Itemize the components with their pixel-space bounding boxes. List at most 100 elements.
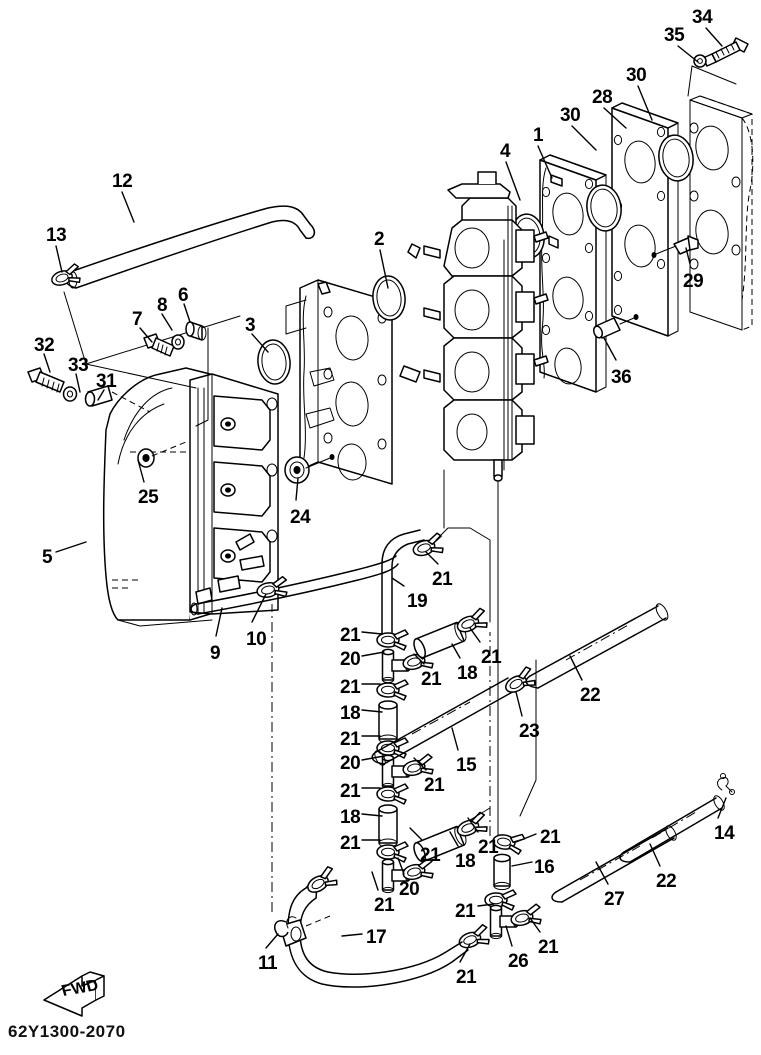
callout-number-21: 21 bbox=[340, 625, 361, 646]
callout-number-30: 30 bbox=[626, 65, 647, 86]
callout-number-35: 35 bbox=[664, 25, 685, 46]
leader-line-31 bbox=[97, 389, 105, 401]
leader-line-24 bbox=[295, 477, 299, 501]
carburetor-assembly bbox=[399, 171, 549, 841]
hose-12-assembly bbox=[48, 205, 316, 389]
callout-number-18: 18 bbox=[455, 851, 476, 872]
hose-9-clamp-10 bbox=[190, 555, 399, 616]
leader-line-9 bbox=[215, 607, 223, 637]
callout-number-16: 16 bbox=[534, 857, 555, 878]
callout-number-36: 36 bbox=[611, 367, 632, 388]
leader-line-8 bbox=[161, 313, 173, 331]
clamp-11 bbox=[274, 916, 307, 947]
leader-line-12 bbox=[121, 191, 135, 223]
callout-number-27: 27 bbox=[604, 889, 625, 910]
leader-line-20 bbox=[361, 755, 385, 761]
callout-number-12: 12 bbox=[112, 171, 133, 192]
callout-number-1: 1 bbox=[533, 125, 544, 146]
callout-number-21: 21 bbox=[374, 895, 395, 916]
leader-line-23 bbox=[515, 691, 523, 717]
callout-number-21: 21 bbox=[424, 775, 445, 796]
callout-number-21: 21 bbox=[432, 569, 453, 590]
leader-line-22 bbox=[569, 655, 583, 681]
callout-number-6: 6 bbox=[178, 285, 189, 306]
callout-number-21: 21 bbox=[340, 677, 361, 698]
leader-line-16 bbox=[511, 861, 533, 867]
leader-line-26 bbox=[505, 925, 513, 947]
bolt-34 bbox=[702, 37, 749, 67]
leader-line-17 bbox=[341, 933, 363, 937]
callout-number-21: 21 bbox=[420, 845, 441, 866]
callout-number-21: 21 bbox=[481, 647, 502, 668]
callout-number-31: 31 bbox=[96, 371, 117, 392]
leader-line-20 bbox=[397, 857, 405, 875]
callout-number-11: 11 bbox=[258, 953, 278, 974]
leader-line-11 bbox=[265, 933, 279, 949]
leader-line-21 bbox=[459, 943, 471, 963]
grommet-25 bbox=[137, 441, 187, 468]
callout-number-28: 28 bbox=[592, 87, 613, 108]
callout-number-17: 17 bbox=[366, 927, 387, 948]
callout-number-9: 9 bbox=[210, 643, 221, 664]
leader-line-18 bbox=[451, 643, 461, 659]
leader-line-36 bbox=[603, 337, 617, 361]
callout-number-22: 22 bbox=[580, 685, 601, 706]
fuel-line-assembly bbox=[271, 469, 735, 988]
leader-line-21 bbox=[425, 551, 439, 565]
leader-line-6 bbox=[183, 303, 191, 323]
leader-line-35 bbox=[677, 45, 699, 63]
leader-line-1 bbox=[537, 145, 553, 179]
callout-number-29: 29 bbox=[683, 271, 704, 292]
leader-line-32 bbox=[43, 353, 51, 373]
callout-number-32: 32 bbox=[34, 335, 55, 356]
leader-line-21 bbox=[413, 653, 425, 665]
leader-line-13 bbox=[55, 245, 63, 273]
callout-number-22: 22 bbox=[656, 871, 677, 892]
clip-14 bbox=[717, 773, 735, 795]
callout-number-30: 30 bbox=[560, 105, 581, 126]
leader-line-21 bbox=[371, 871, 379, 891]
callout-number-33: 33 bbox=[68, 355, 89, 376]
callout-number-21: 21 bbox=[340, 729, 361, 750]
leader-line-15 bbox=[451, 727, 459, 751]
diagram-part-number: 62Y1300-2070 bbox=[8, 1022, 126, 1041]
manifold-gasket-stack bbox=[511, 37, 754, 393]
leader-line-2 bbox=[379, 249, 389, 289]
callout-number-25: 25 bbox=[138, 487, 159, 508]
callout-number-18: 18 bbox=[340, 807, 361, 828]
callout-number-21: 21 bbox=[478, 837, 499, 858]
callout-number-13: 13 bbox=[46, 225, 67, 246]
callout-number-7: 7 bbox=[132, 309, 143, 330]
leader-line-21 bbox=[529, 917, 541, 933]
callout-number-24: 24 bbox=[290, 507, 311, 528]
leader-line-21 bbox=[477, 903, 495, 907]
joint-16 bbox=[493, 853, 511, 891]
leader-line-21 bbox=[413, 757, 427, 771]
callout-number-18: 18 bbox=[340, 703, 361, 724]
leader-line-19 bbox=[391, 577, 405, 587]
callout-number-20: 20 bbox=[340, 753, 361, 774]
leader-line-34 bbox=[705, 27, 723, 47]
fitting-36 bbox=[592, 314, 639, 339]
callout-number-21: 21 bbox=[421, 669, 442, 690]
leader-line-21 bbox=[467, 817, 479, 833]
silencer-cover bbox=[27, 367, 279, 627]
washer-33 bbox=[62, 386, 78, 402]
fitting-29 bbox=[651, 235, 699, 258]
leader-line-30 bbox=[637, 85, 653, 121]
callout-number-20: 20 bbox=[399, 879, 420, 900]
leader-line-30 bbox=[571, 125, 597, 151]
callout-number-21: 21 bbox=[455, 901, 476, 922]
callout-number-26: 26 bbox=[508, 951, 529, 972]
callout-number-21: 21 bbox=[456, 967, 477, 988]
callout-number-21: 21 bbox=[540, 827, 561, 848]
leader-line-21 bbox=[409, 827, 423, 841]
leader-line-29 bbox=[685, 247, 691, 265]
leader-line-14 bbox=[717, 797, 727, 819]
callout-number-19: 19 bbox=[407, 591, 428, 612]
callout-number-18: 18 bbox=[457, 663, 478, 684]
leader-line-21 bbox=[515, 833, 537, 843]
callout-number-34: 34 bbox=[692, 7, 713, 28]
